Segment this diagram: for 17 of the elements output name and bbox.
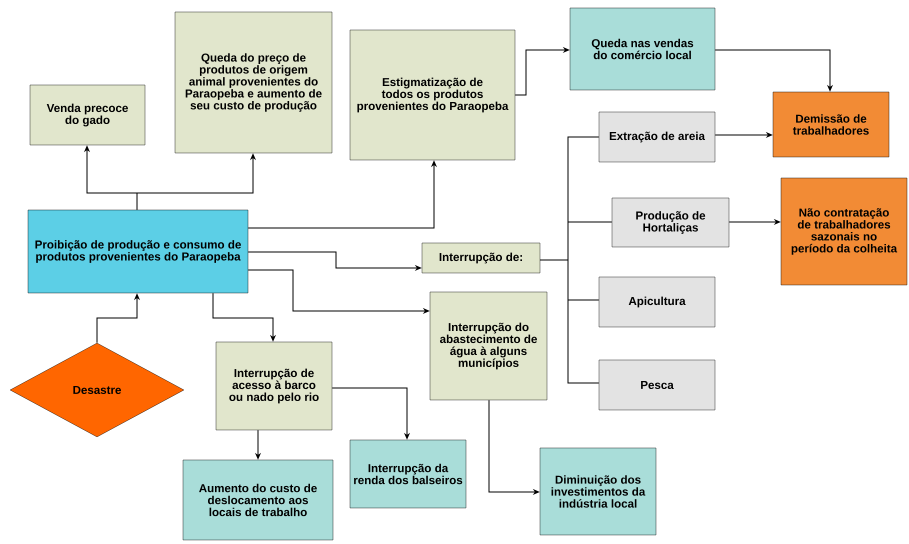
process-box: Demissão de trabalhadores	[772, 92, 890, 158]
process-box: Pesca	[598, 360, 716, 410]
process-box: Extração de areia	[598, 112, 716, 162]
process-box: Interrupção de:	[422, 242, 540, 274]
process-box: Interrupção da renda dos balseiros	[350, 440, 466, 508]
process-box: Apicultura	[598, 276, 716, 328]
process-box: Estigmatização de todos os produtos provenientes do Paraopeba	[350, 30, 516, 160]
process-box: Proibição de produção e consumo de produtos provenientes do Paraopeba	[28, 210, 248, 294]
process-box: Produção de Hortaliças	[612, 198, 730, 248]
process-box: Venda precoce do gado	[30, 84, 146, 146]
process-box: Queda nas vendas do comércio local	[570, 8, 716, 90]
process-box: Interrupção do abastecimento de água à alguns municípios	[430, 292, 548, 400]
process-box: Aumento do custo de deslocamento aos locais de trabalho	[182, 460, 334, 540]
process-box: Interrupção de acesso à barco ou nado pelo rio	[216, 342, 332, 430]
process-box: Não contratação de trabalhadores sazonais no período da colheita	[780, 178, 908, 286]
process-box: Queda do preço de produtos de origem animal provenientes do Paraopeba e aumento de seu custo de produção	[174, 12, 332, 154]
process-box: Diminuição dos investimentos da indústria local	[540, 448, 656, 536]
